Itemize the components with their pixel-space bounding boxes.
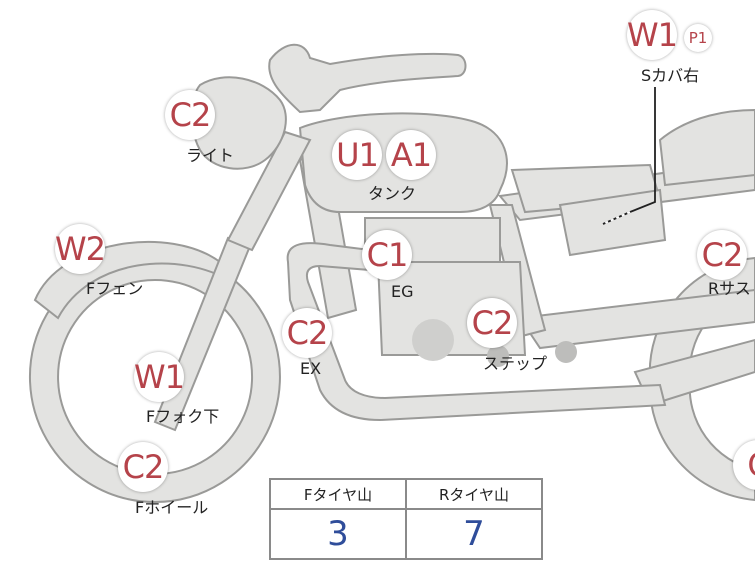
footpeg-left xyxy=(487,345,509,367)
code-text: C xyxy=(747,449,755,481)
exhaust xyxy=(286,242,667,422)
tire-value-rear: 7 xyxy=(405,508,543,560)
code-text: C2 xyxy=(471,304,514,342)
code-text: W2 xyxy=(55,230,106,268)
part-label-ffender: Fフェン xyxy=(86,279,144,298)
fork-upper xyxy=(226,130,312,252)
part-label-scover: Sカバ右 xyxy=(641,66,700,85)
tire-value-front: 3 xyxy=(269,508,407,560)
part-label-ffork: Fフォク下 xyxy=(146,407,220,426)
code-text: U1 xyxy=(336,136,379,174)
swingarm xyxy=(518,288,755,350)
part-label-light: ライト xyxy=(186,146,235,165)
tire-header-rear: Rタイヤ山 xyxy=(405,478,543,510)
code-badge-tank-u1: U1 xyxy=(332,130,382,180)
code-badge-eg: C1 xyxy=(362,230,412,280)
code-badge-light: C2 xyxy=(165,90,215,140)
code-text: A1 xyxy=(390,136,432,174)
tire-header-front: Fタイヤ山 xyxy=(269,478,407,510)
code-text: P1 xyxy=(688,28,708,47)
code-badge-fwheel: C2 xyxy=(118,442,168,492)
part-label-ex: EX xyxy=(300,359,322,378)
side-cover xyxy=(558,188,667,257)
code-badge-rsus: C2 xyxy=(697,230,747,280)
part-label-tank: タンク xyxy=(368,184,417,203)
code-badge-tank-a1: A1 xyxy=(386,130,436,180)
part-label-eg: EG xyxy=(391,282,414,301)
code-badge-scover: W1 xyxy=(627,10,678,60)
code-text: W1 xyxy=(134,358,185,396)
part-label-rsus: Rサス xyxy=(708,279,751,298)
code-badge-rwheel: C xyxy=(733,440,755,490)
footpeg-right xyxy=(555,341,577,363)
code-badge-ffork: W1 xyxy=(134,352,185,402)
code-badge-ffender: W2 xyxy=(55,224,106,274)
code-text: W1 xyxy=(627,16,678,54)
code-text: C1 xyxy=(366,236,409,274)
code-text: C2 xyxy=(122,448,165,486)
code-badge-step: C2 xyxy=(467,298,517,348)
seat-rear xyxy=(658,108,755,187)
code-badge-ex: C2 xyxy=(282,308,332,358)
tire-tread-table: Fタイヤ山 Rタイヤ山 3 7 xyxy=(269,478,543,560)
part-label-step: ステップ xyxy=(483,354,548,373)
part-label-fwheel: Fホイール xyxy=(135,498,209,517)
code-text: C2 xyxy=(701,236,744,274)
handlebar xyxy=(268,43,467,114)
code-text: C2 xyxy=(286,314,329,352)
code-badge-scover-sub: P1 xyxy=(684,24,712,52)
engine-case xyxy=(412,319,454,361)
code-text: C2 xyxy=(169,96,212,134)
